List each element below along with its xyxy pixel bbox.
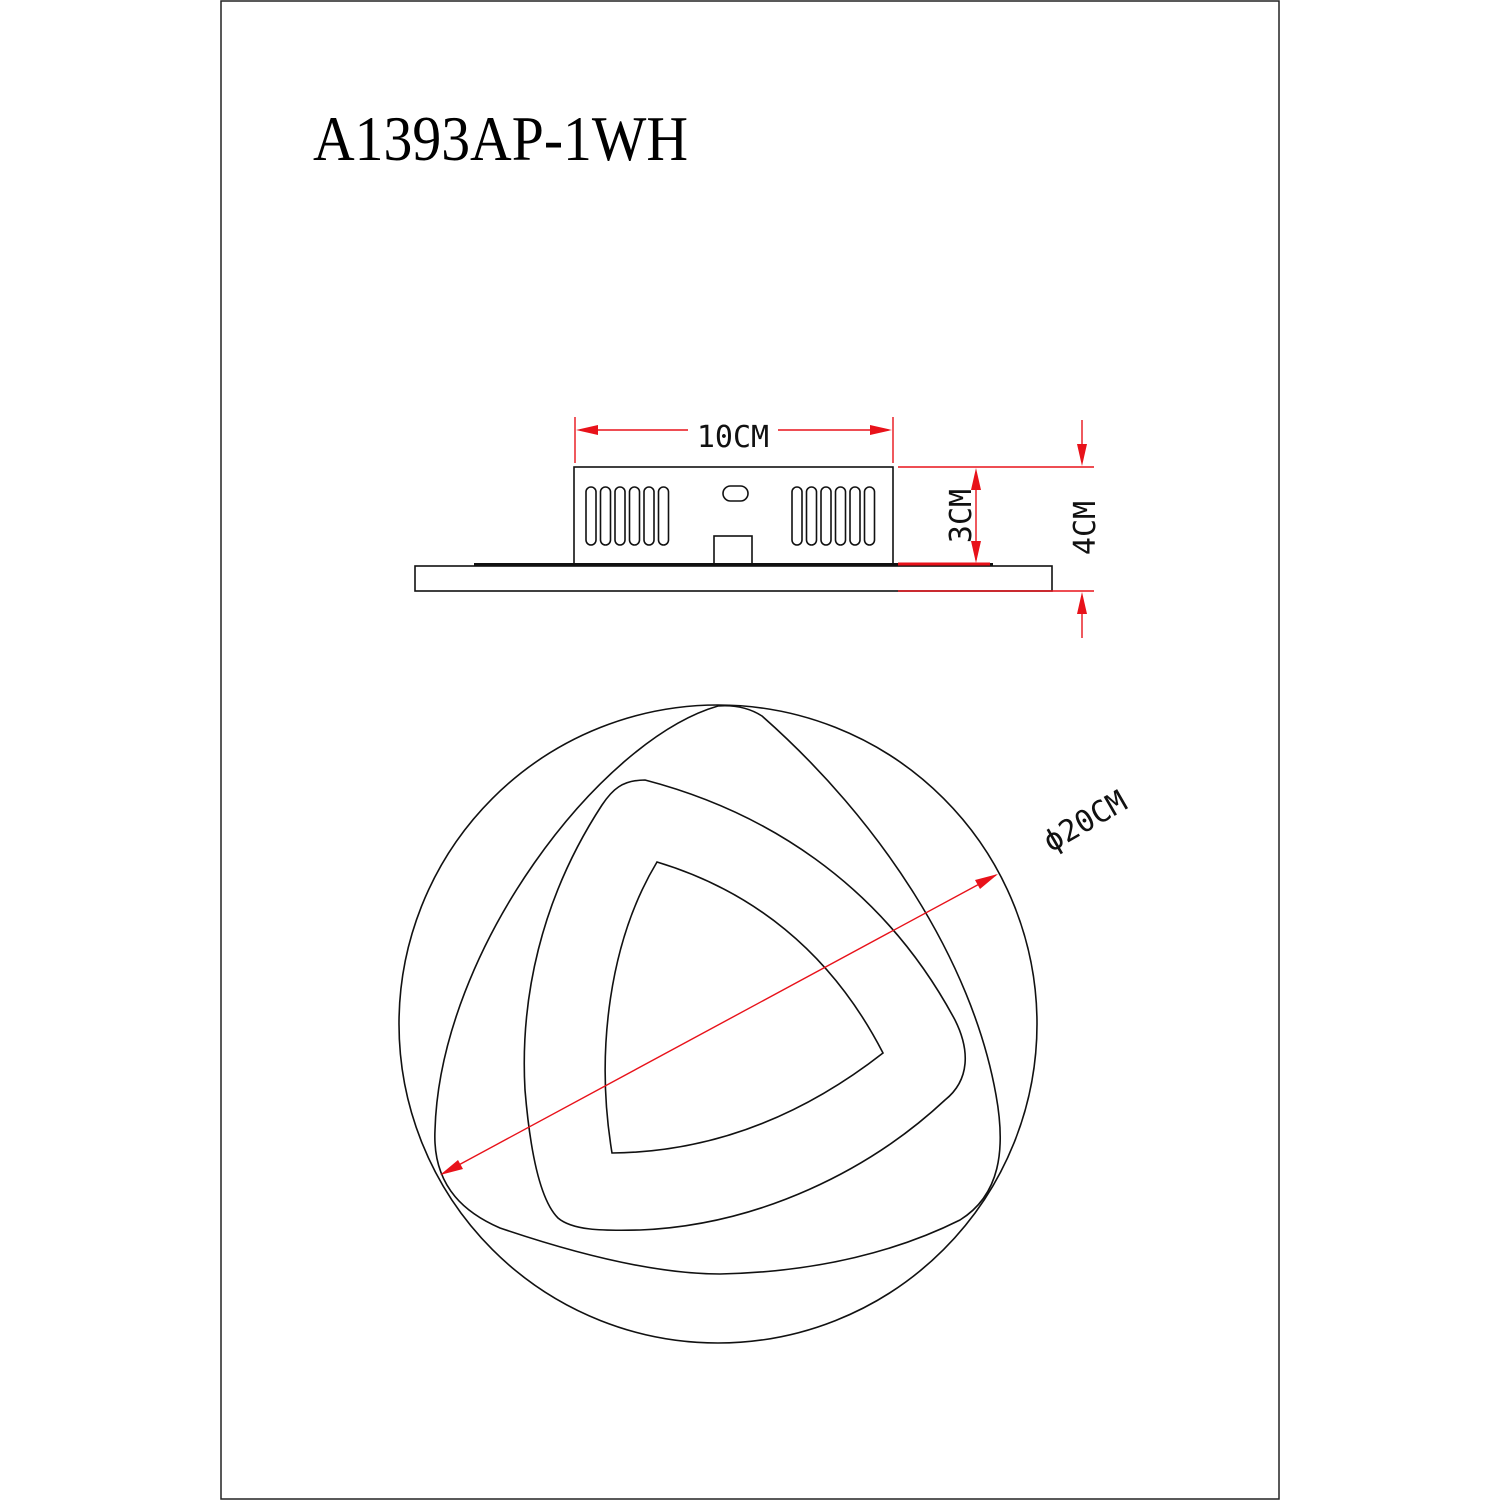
width-dimension: 10CM	[574, 417, 894, 463]
vent-slot	[628, 486, 641, 546]
vent-slot	[585, 486, 597, 546]
cable-outlet	[713, 535, 753, 565]
outer-circle	[398, 704, 1038, 1344]
vent-slot	[599, 486, 612, 546]
vent-slot	[643, 486, 655, 546]
page-border	[220, 0, 1280, 1500]
box-height-label: 3CM	[944, 489, 979, 543]
total-height-label: 4CM	[1068, 501, 1103, 555]
outer-triangle-shade	[434, 704, 1001, 1275]
vent-slot	[820, 486, 832, 546]
vent-slot	[849, 486, 861, 546]
diameter-label: ϕ20CM	[1037, 784, 1133, 859]
vent-slot	[805, 486, 818, 546]
screw-hole	[722, 485, 749, 502]
top-view	[398, 704, 1038, 1344]
vent-slot	[834, 486, 847, 546]
vent-slots-right	[791, 486, 876, 546]
width-label: 10CM	[697, 420, 769, 455]
vent-slot	[614, 486, 626, 546]
middle-triangle-shade	[523, 779, 966, 1232]
diameter-dimension: ϕ20CM	[440, 784, 1133, 1175]
base-plate	[414, 565, 1053, 592]
vent-slots-left	[585, 486, 670, 546]
height-dimensions: 3CM 4CM	[898, 420, 1103, 638]
inner-triangle-shade	[604, 861, 885, 1154]
vent-slot	[791, 486, 803, 546]
vent-slot	[863, 486, 876, 546]
vent-slot	[657, 486, 670, 546]
model-title: A1393AP-1WH	[313, 103, 688, 174]
